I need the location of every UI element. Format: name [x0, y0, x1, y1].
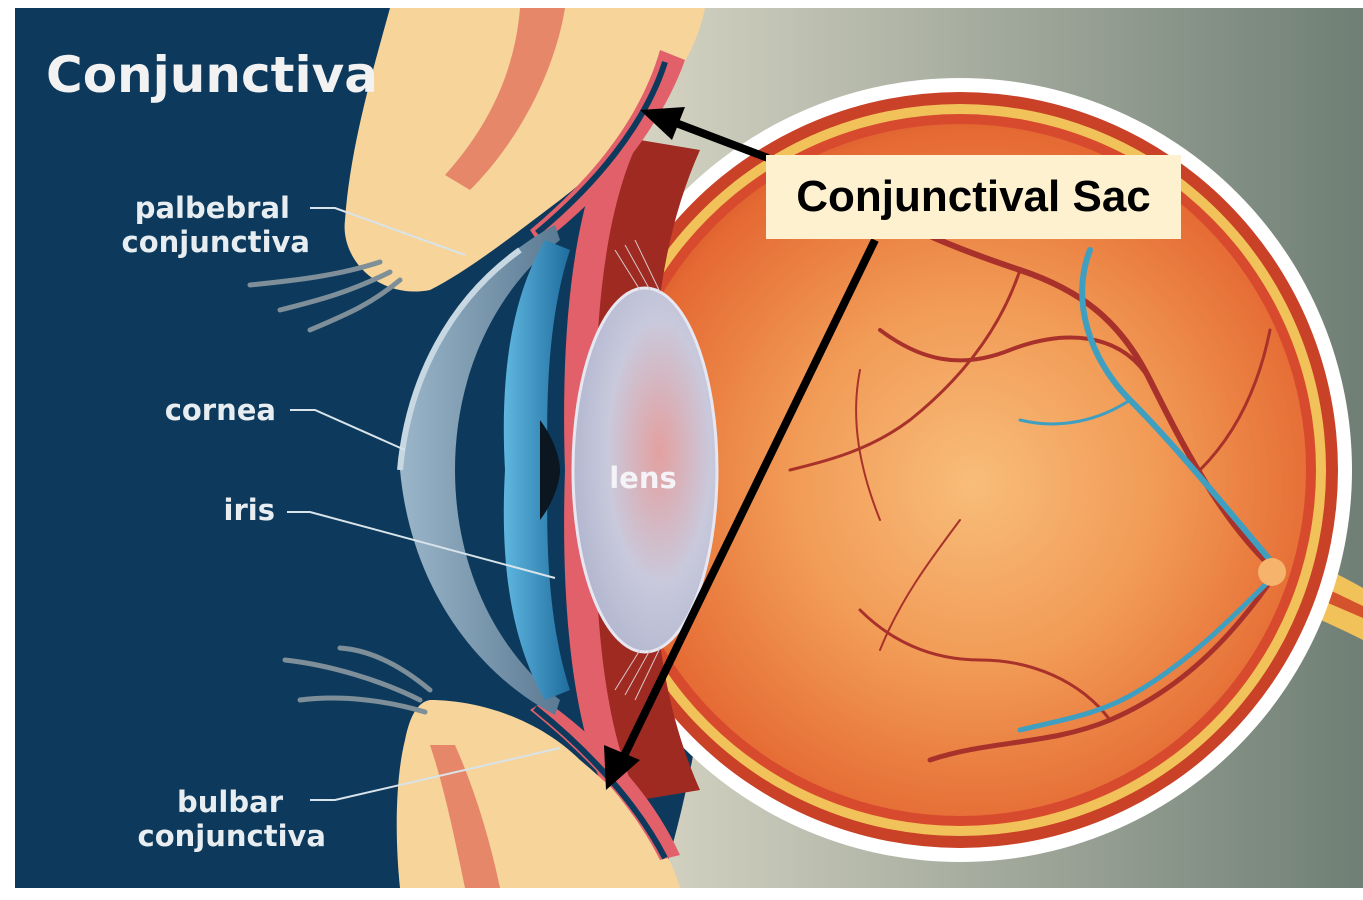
label-lens: lens: [609, 461, 677, 495]
label-palbebral: palbebral: [135, 191, 290, 225]
label-iris: iris: [224, 493, 275, 527]
conjunctival-sac-callout: Conjunctival Sac: [766, 155, 1181, 239]
title: Conjunctiva: [46, 46, 378, 104]
callout-label: Conjunctival Sac: [796, 172, 1151, 222]
optic-disc: [1258, 558, 1286, 586]
label-palbebral-conjunctiva: conjunctiva: [122, 225, 310, 259]
label-cornea: cornea: [165, 393, 276, 427]
label-bulbar: bulbar: [177, 785, 284, 819]
label-bulbar-conjunctiva: conjunctiva: [138, 819, 326, 853]
